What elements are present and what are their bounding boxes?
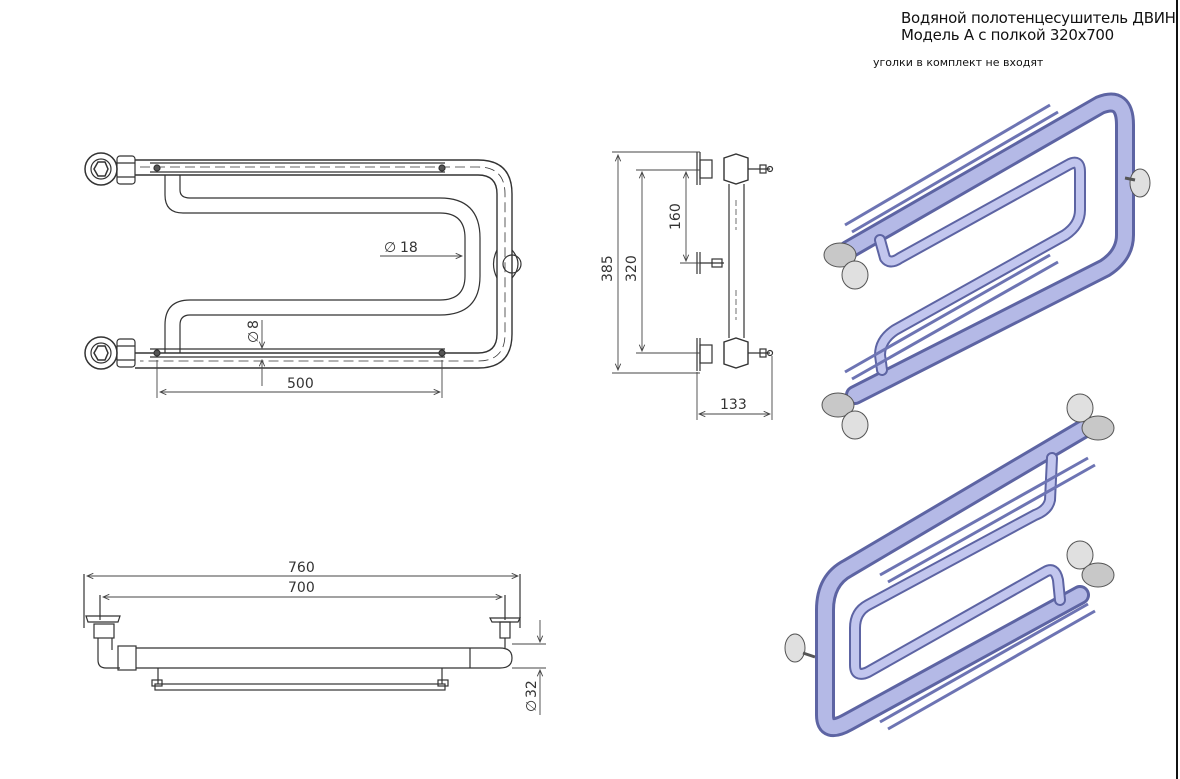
isometric-view-upper <box>821 92 1151 440</box>
diameter-symbol-32: ∅ <box>524 700 540 712</box>
dim-w760: 760 <box>288 560 315 576</box>
front-view-dimensions <box>156 256 462 398</box>
title-block: Водяной полотенцесушитель ДВИН Модель А … <box>901 10 1176 44</box>
dim-h320: 320 <box>624 255 640 282</box>
isometric-view-lower <box>784 393 1115 738</box>
diameter-symbol-8: ∅ <box>246 331 262 343</box>
dim-d18: 18 <box>400 240 418 256</box>
side-view-dimensions <box>612 151 773 420</box>
front-view <box>84 152 522 370</box>
side-view <box>696 152 774 371</box>
dim-d8: 8 <box>246 320 262 329</box>
dim-w500: 500 <box>287 376 314 392</box>
dim-h385: 385 <box>600 255 616 282</box>
dim-w700: 700 <box>288 580 315 596</box>
frame-border <box>1176 0 1178 779</box>
diameter-symbol-18: ∅ <box>384 240 396 256</box>
top-view <box>83 574 521 691</box>
title-line-1: Водяной полотенцесушитель ДВИН <box>901 9 1176 27</box>
top-view-dimensions <box>87 576 546 715</box>
title-line-2: Модель А с полкой 320х700 <box>901 26 1114 44</box>
dim-d32: 32 <box>524 680 540 698</box>
note-text: уголки в комплект не входят <box>873 56 1044 69</box>
dim-d133: 133 <box>720 397 747 413</box>
dim-h160: 160 <box>668 203 684 230</box>
